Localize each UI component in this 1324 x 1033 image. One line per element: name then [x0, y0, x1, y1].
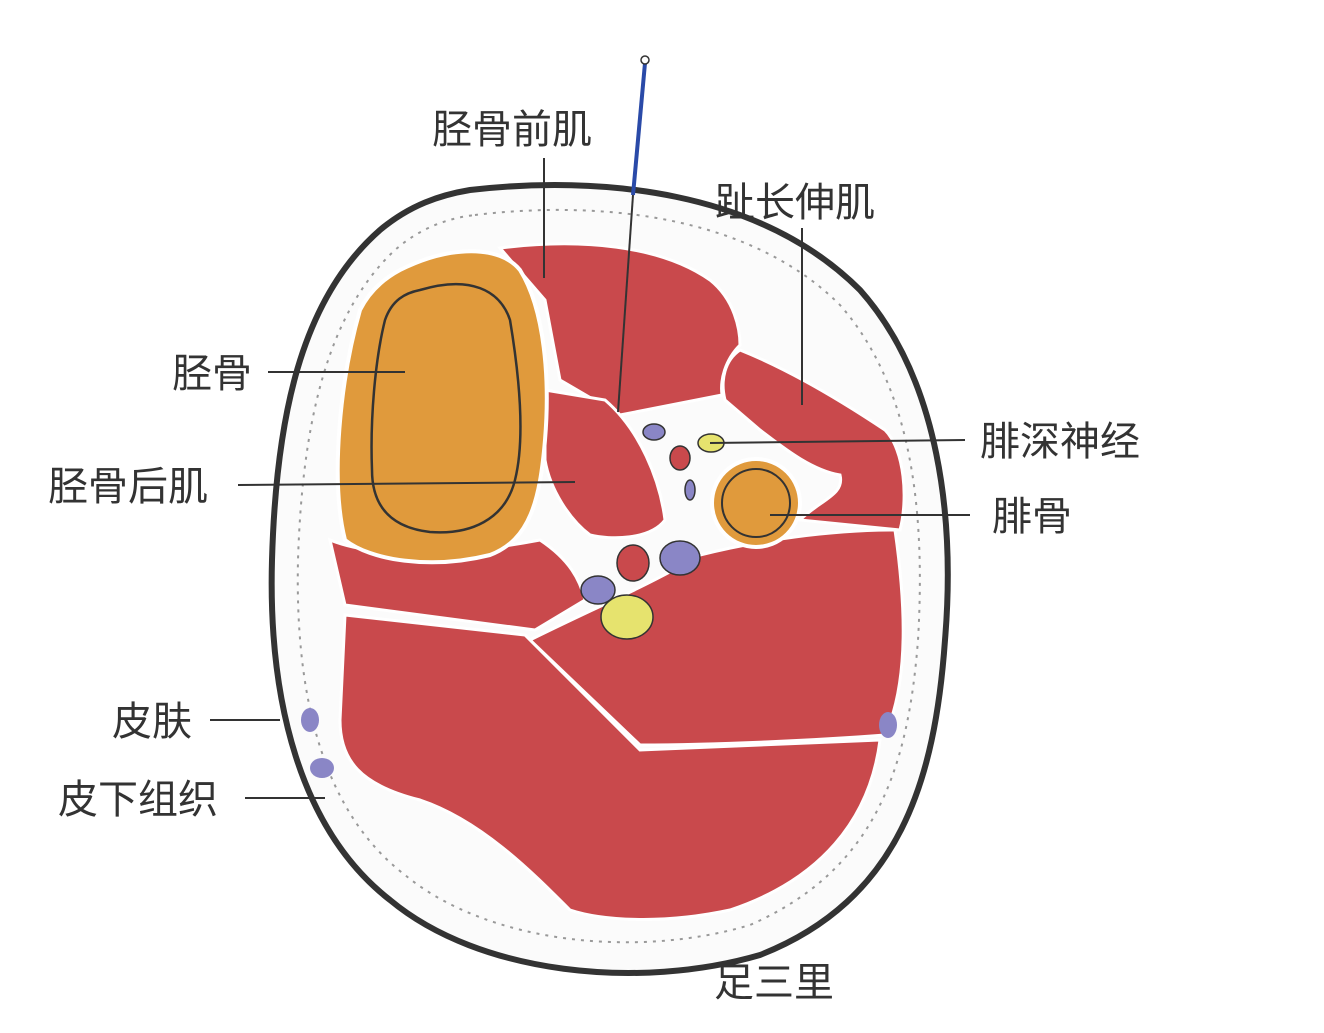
vessel: [684, 479, 696, 501]
vessel: [642, 423, 666, 441]
acupuncture-needle-shaft: [617, 194, 634, 413]
posterior-vessel: [659, 540, 701, 576]
label-deep-peroneal-nerve: 腓深神经: [980, 419, 1140, 465]
subcutaneous-layer: [296, 208, 921, 944]
anterior-tibial-artery: [669, 445, 691, 471]
extensor-digitorum-longus-muscle: [721, 348, 906, 532]
label-skin: 皮肤: [112, 699, 192, 745]
tibial-nerve: [600, 594, 654, 640]
posterior-vessel: [580, 575, 616, 605]
label-tibia: 胫骨: [172, 351, 252, 397]
label-subcutaneous-tissue: 皮下组织: [58, 777, 218, 823]
saphenous-vein: [301, 708, 319, 732]
tibia-bone: [335, 249, 549, 565]
needle-tip-ring: [640, 55, 650, 65]
acupuncture-needle-handle: [631, 62, 647, 196]
fibula-inner-outline: [721, 468, 791, 538]
small-saphenous-vein: [879, 712, 897, 738]
label-extensor-digitorum-longus: 趾长伸肌: [715, 180, 875, 226]
tibialis-posterior-muscle: [543, 388, 667, 540]
label-tibialis-anterior: 胫骨前肌: [432, 107, 592, 153]
leader-lines: [210, 158, 970, 799]
fibula-bone: [710, 457, 802, 549]
label-fibula: 腓骨: [992, 494, 1072, 540]
gastrocnemius-soleus-muscle: [338, 613, 882, 921]
label-acupoint-zusanli: 足三里: [714, 960, 834, 1006]
saphenous-vein: [310, 758, 334, 778]
tibia-medullary-outline: [370, 282, 522, 534]
posterior-tibial-artery: [616, 544, 650, 582]
label-tibialis-posterior: 胫骨后肌: [48, 464, 208, 510]
